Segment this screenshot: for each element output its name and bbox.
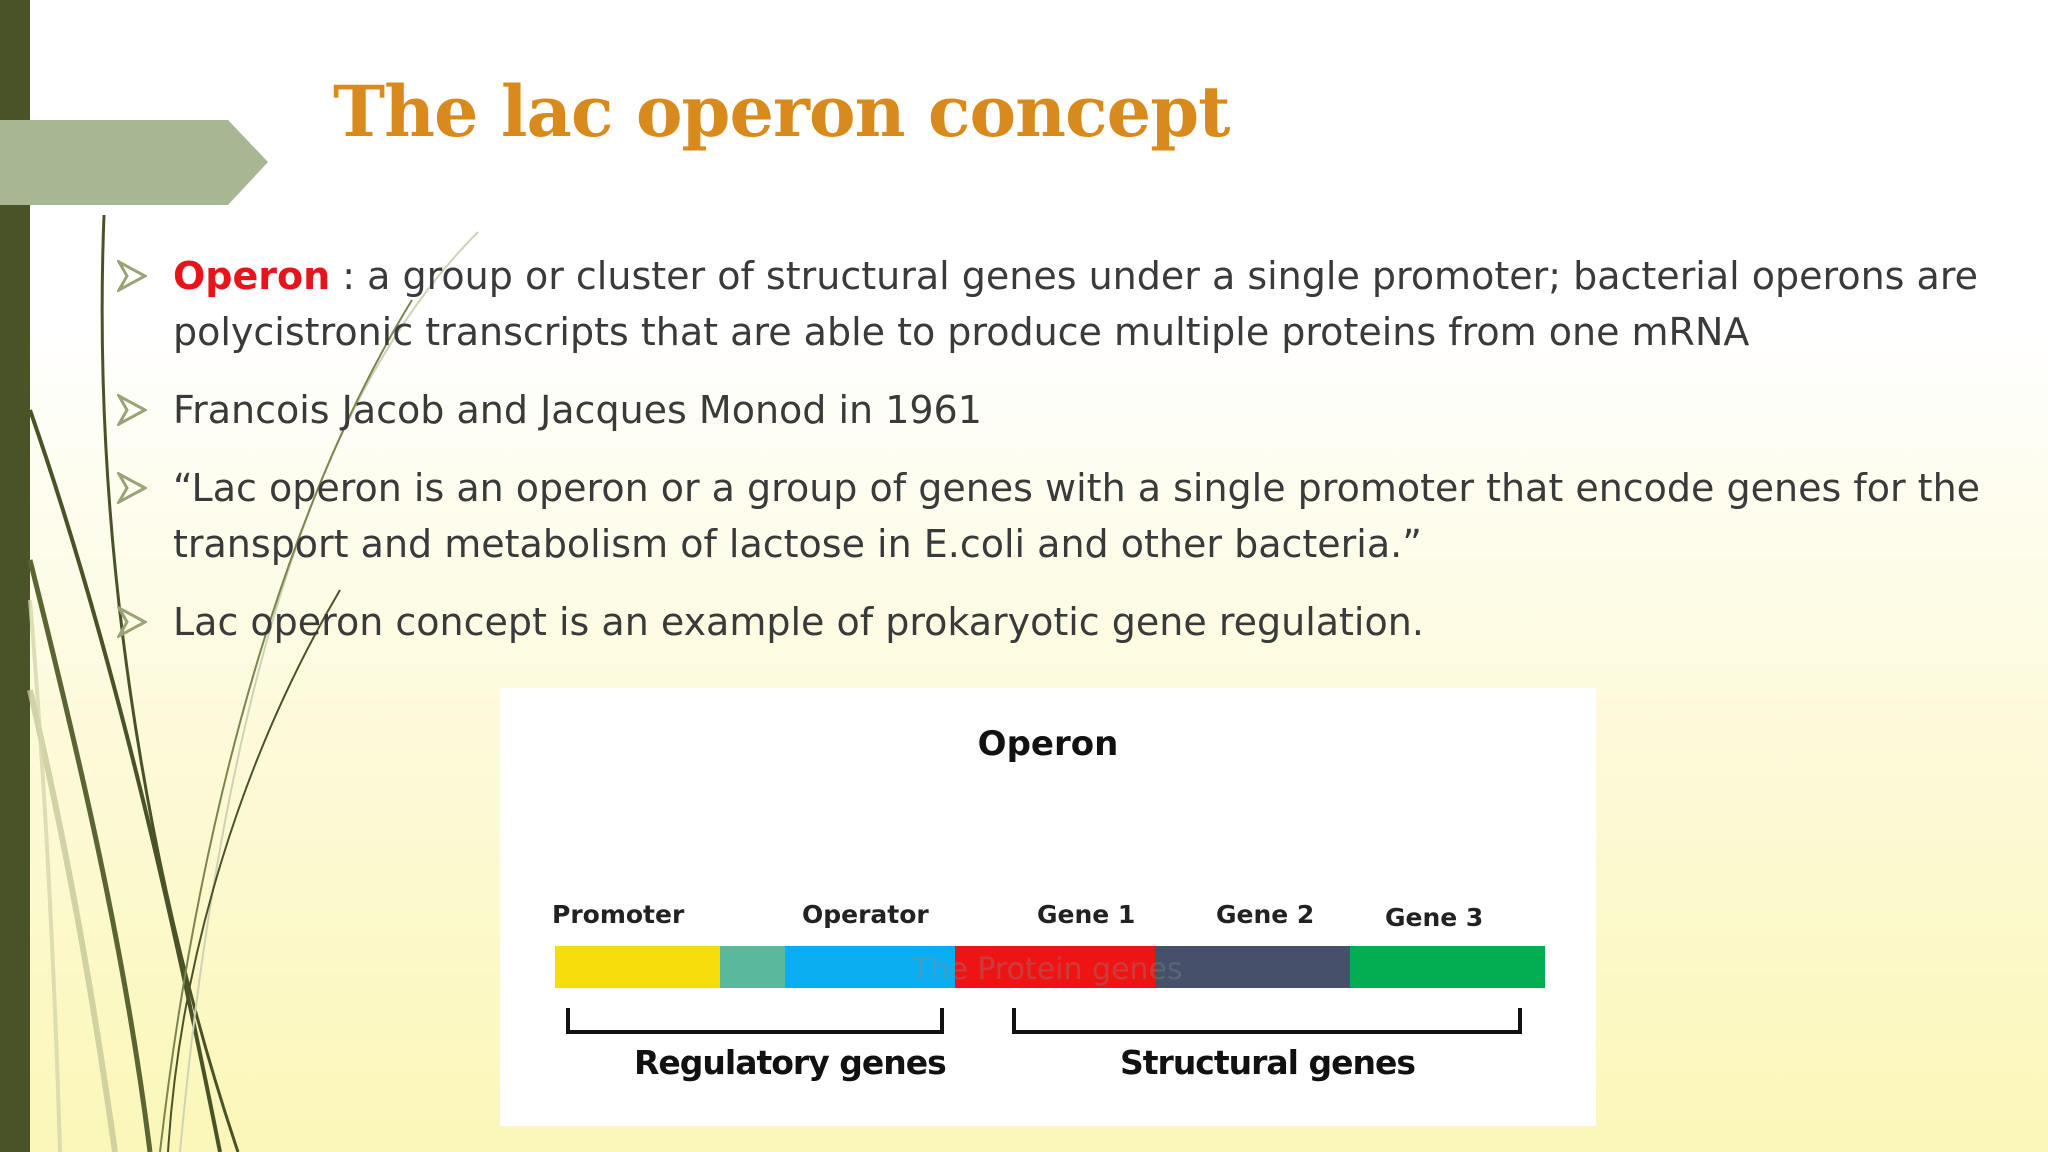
stem-line [28,599,62,1152]
segment-gene-1 [955,946,1155,988]
segment-gene-3 [1350,946,1545,988]
label-gene-1: Gene 1 [1037,900,1136,929]
arrow-bullet-icon [117,260,147,292]
structural-genes-label: Structural genes [1120,1043,1416,1082]
label-promoter: Promoter [552,900,685,929]
bullet-text: Francois Jacob and Jacques Monod in 1961 [173,388,982,432]
regulatory-bracket [566,1008,944,1034]
regulatory-genes-label: Regulatory genes [634,1043,947,1082]
label-operator: Operator [802,900,929,929]
bullet-text: “Lac operon is an operon or a group of g… [173,466,1981,566]
bullet-text: Lac operon concept is an example of prok… [173,600,1424,644]
title-arrow-tab [0,120,268,205]
arrow-bullet-icon [117,394,147,426]
segment-operator [785,946,955,988]
label-gene-2: Gene 2 [1216,900,1315,929]
bullet-text: : a group or cluster of structural genes… [173,254,1978,354]
diagram-title: Operon [977,724,1119,764]
bullet-item: Operon : a group or cluster of structura… [115,248,1995,360]
bullet-item: Lac operon concept is an example of prok… [115,594,1995,650]
arrow-bullet-icon [117,606,147,638]
bullet-item: Francois Jacob and Jacques Monod in 1961 [115,382,1995,438]
term-operon: Operon [173,254,331,298]
segment-gene-2 [1155,946,1350,988]
operon-diagram: Operon Promoter Operator Gene 1 Gene 2 G… [500,688,1596,1126]
bullet-list: Operon : a group or cluster of structura… [115,248,1995,672]
segment-operator-overlap [720,946,785,988]
arrow-bullet-icon [117,472,147,504]
stem-line [167,589,341,1152]
bullet-item: “Lac operon is an operon or a group of g… [115,460,1995,572]
label-gene-3: Gene 3 [1385,903,1484,932]
slide-title: The lac operon concept [333,70,1230,153]
segment-promoter [555,946,720,988]
stem-line [27,689,118,1152]
structural-bracket [1012,1008,1522,1034]
faint-overlay-text: The Protein genes [912,952,1183,987]
arrow-tab-shape [0,120,268,205]
